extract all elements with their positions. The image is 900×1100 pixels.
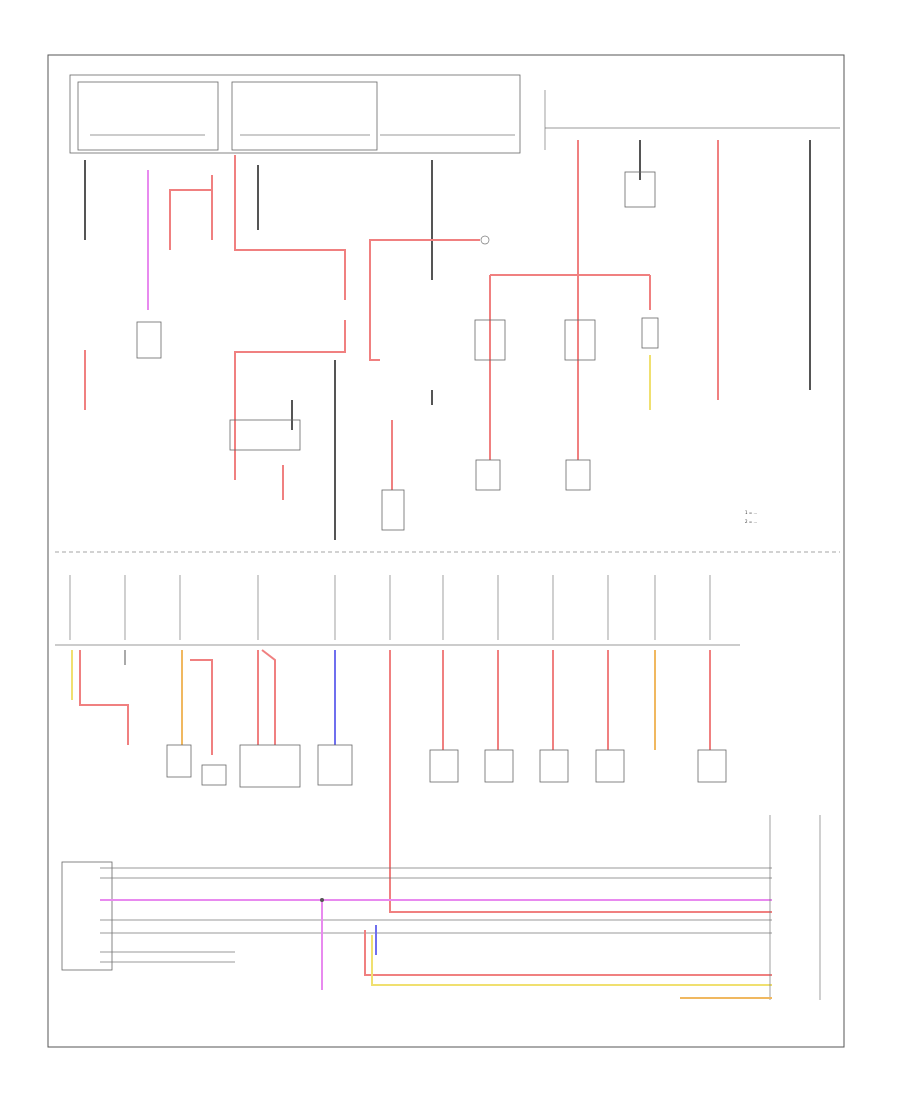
- diagram-frame: [47, 54, 845, 1048]
- legend: 1 = ... 2 = ...: [745, 510, 757, 524]
- top-right-fuse-box: [544, 90, 840, 150]
- lower-components: [166, 744, 727, 788]
- top-fuse-relay-box: [69, 74, 521, 154]
- upper-components: [136, 171, 659, 531]
- upper-wires: [84, 140, 811, 540]
- bottom-bus: [61, 815, 821, 1000]
- fuse-row: [69, 575, 711, 640]
- legend-line-2: 2 = ...: [745, 519, 757, 524]
- lower-wires: [71, 649, 772, 913]
- legend-line-1: 1 = ...: [745, 510, 757, 515]
